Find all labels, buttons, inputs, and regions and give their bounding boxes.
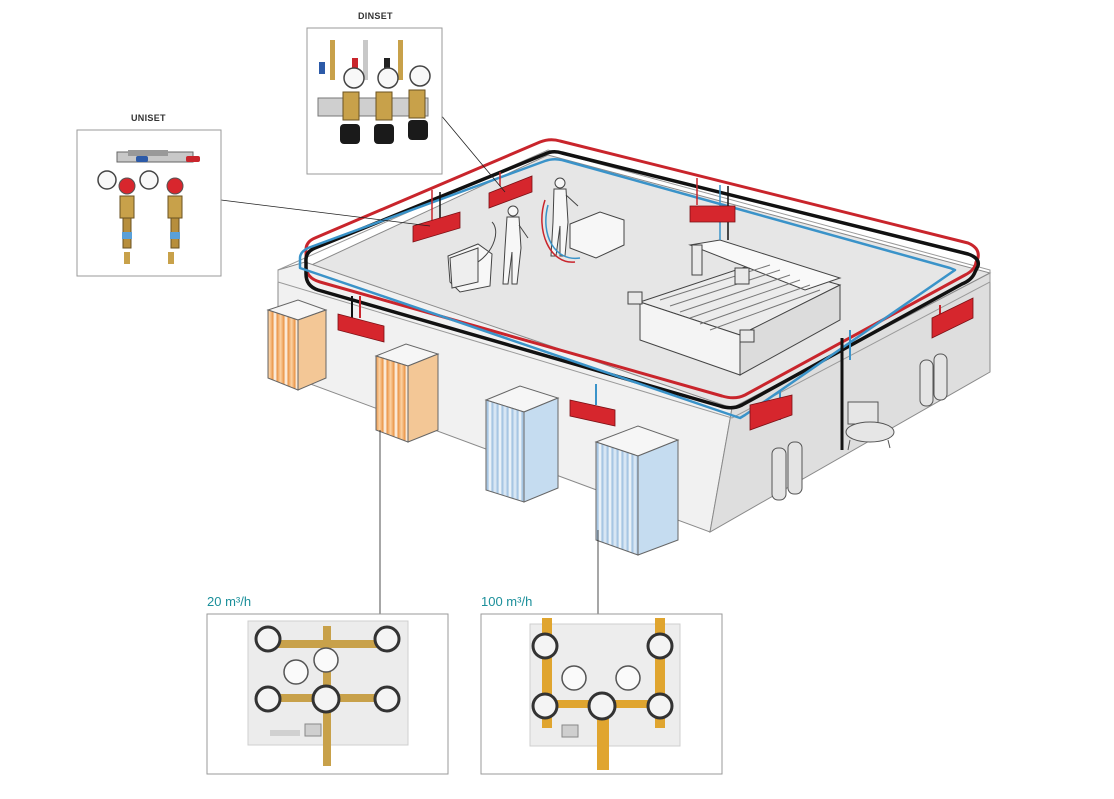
regulator-boxes <box>337 175 974 431</box>
flow-rate-large-label: 100 m³/h <box>481 594 533 609</box>
gas-station-panel-icon <box>529 618 681 770</box>
compressor-icon <box>845 401 895 451</box>
pipe-blue <box>298 157 957 420</box>
flow-rate-small-label: 20 m³/h <box>207 594 252 609</box>
station-panel-small <box>206 613 449 775</box>
worker-icon <box>541 177 581 263</box>
orange-cylinder-rack <box>374 343 440 443</box>
regulator-box <box>488 175 533 209</box>
dinset-panel <box>306 27 443 175</box>
orange-cylinder-rack <box>266 299 328 391</box>
interior-equipment <box>447 177 842 376</box>
pipe-red <box>304 138 980 400</box>
callout-lines <box>220 113 599 614</box>
blue-cylinder-rack <box>484 385 560 503</box>
workbench-icon <box>569 211 625 259</box>
uniset-panel <box>76 129 222 277</box>
cutting-table-icon <box>627 239 842 376</box>
regulator-panel-icon <box>97 150 200 264</box>
dinset-label: DINSET <box>358 11 393 21</box>
regulator-box <box>931 297 974 339</box>
welding-machine-icon <box>447 221 497 293</box>
regulator-box <box>412 211 461 243</box>
pipe-network <box>298 138 981 450</box>
uniset-label: UNISET <box>131 113 166 123</box>
pipe-black <box>304 149 981 410</box>
regulator-box <box>749 394 793 431</box>
blue-cylinder-rack <box>594 425 680 556</box>
gas-cylinders-icon <box>771 353 948 501</box>
regulator-manifold-icon <box>317 40 431 144</box>
regulator-box <box>569 399 616 427</box>
regulator-box <box>337 313 385 343</box>
regulator-box <box>689 205 736 223</box>
gas-station-panel-icon <box>247 620 409 766</box>
station-panel-large <box>480 613 723 775</box>
worker-icon <box>502 205 529 285</box>
